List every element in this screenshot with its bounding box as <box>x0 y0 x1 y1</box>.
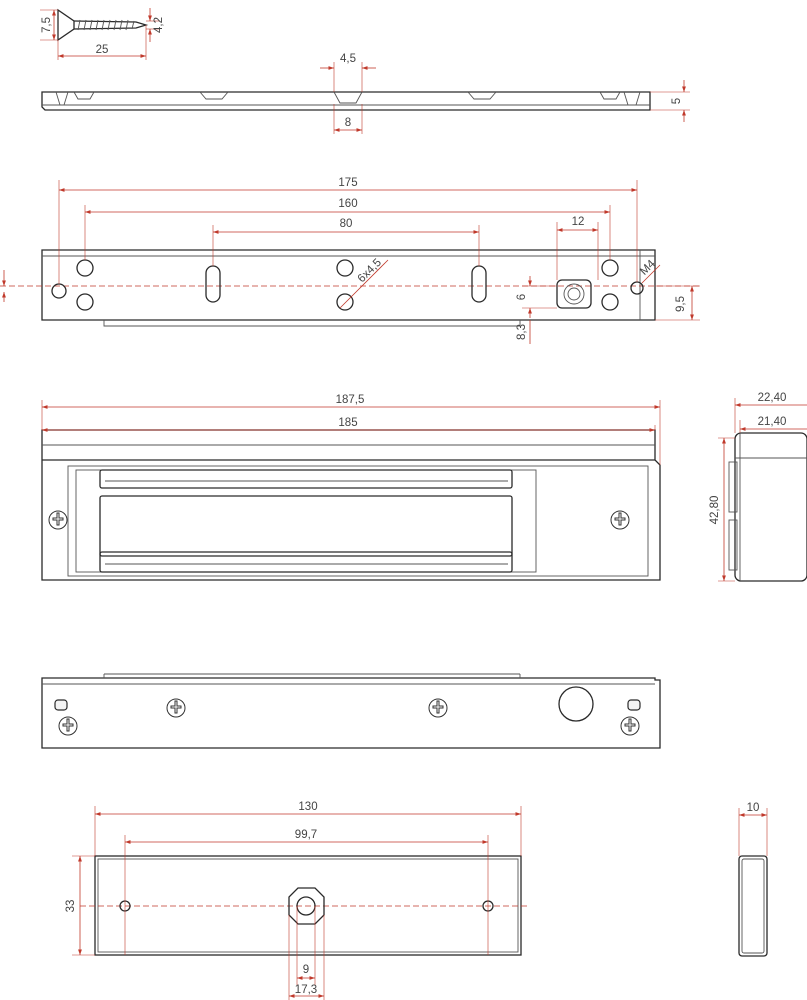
armature-nut-label: 17,3 <box>295 984 317 996</box>
screw-head-label: 7,5 <box>41 17 53 33</box>
magnet-front-view: 187,5 185 <box>41 394 661 581</box>
armature-thickness-label: 10 <box>747 802 760 814</box>
magnet-body-label: 185 <box>338 417 357 429</box>
magnet-end-view: 22,40 21,40 42,80 <box>709 392 807 582</box>
right-screw-icon <box>610 510 630 530</box>
thickness-label: 5 <box>671 98 683 104</box>
magnet-bottom-view <box>41 673 661 749</box>
bottom-screw-2-icon <box>428 698 448 718</box>
bottom-screw-4-icon <box>620 716 640 736</box>
screw-diameter-label: 4,2 <box>153 17 165 33</box>
end-inner-width-label: 21,40 <box>758 416 787 428</box>
hole-label: 8 <box>345 117 351 129</box>
left-screw-icon <box>48 510 68 530</box>
armature-view: 130 99,7 33 9 17,3 <box>65 801 530 1000</box>
plate-holes-label: 160 <box>338 198 357 210</box>
screw-length-label: 25 <box>96 44 109 56</box>
plate-offset-right-label: 9,5 <box>675 296 687 312</box>
armature-bore-label: 9 <box>303 964 309 976</box>
side-plate-view: 4,5 8 5 <box>41 53 690 134</box>
plate-slots-label: 80 <box>340 218 353 230</box>
magnet-total-label: 187,5 <box>336 394 365 406</box>
bottom-screw-3-icon <box>58 716 78 736</box>
armature-side-view: 10 <box>738 802 768 957</box>
armature-spacing-label: 99,7 <box>295 829 317 841</box>
screw-view: 25 7,5 4,2 <box>40 8 165 60</box>
bottom-screw-1-icon <box>166 698 186 718</box>
plate-offset-low-label: 8,3 <box>516 324 528 340</box>
countersink-label: 4,5 <box>340 53 356 65</box>
armature-height-label: 33 <box>65 900 77 913</box>
plate-offset-small-label: 6 <box>516 294 528 300</box>
plate-adjust-label: 12 <box>572 216 585 228</box>
armature-length-label: 130 <box>298 801 317 813</box>
end-height-label: 42,80 <box>709 496 721 525</box>
plate-overall-label: 175 <box>338 177 357 189</box>
end-outer-width-label: 22,40 <box>758 392 787 404</box>
mounting-plate-view: 175 160 80 12 6x4,5 M4 6 8,3 9,5 <box>0 177 700 344</box>
plate-holes-spec-label: 6x4,5 <box>356 257 384 285</box>
